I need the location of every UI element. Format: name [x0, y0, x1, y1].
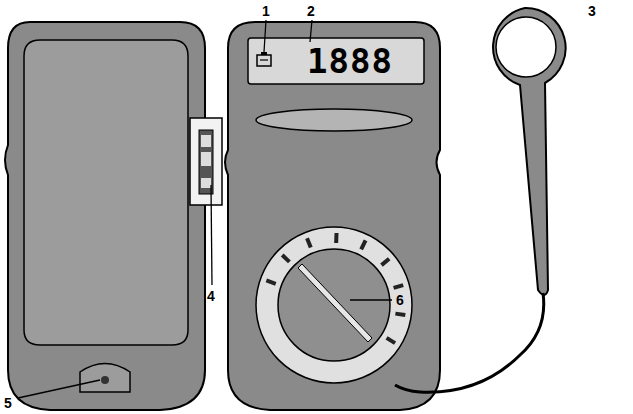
leader-line — [310, 20, 312, 42]
dial-mark — [361, 240, 365, 249]
low-battery-indicator — [261, 52, 267, 55]
rear-housing — [5, 22, 205, 410]
battery-terminal — [201, 135, 211, 147]
leader-line — [211, 185, 212, 285]
battery-cover-screw-tab — [80, 364, 130, 393]
dial-mark — [307, 238, 311, 247]
photo-sensor — [496, 17, 556, 77]
lcd-readout: 1888 — [307, 44, 393, 78]
callout-number: 2 — [307, 4, 315, 18]
battery — [199, 130, 213, 194]
front-housing — [225, 22, 440, 410]
callout-number: 4 — [207, 289, 215, 303]
range-dial-ring — [256, 227, 412, 383]
dial-mark — [387, 338, 395, 343]
callout-number: 1 — [262, 4, 270, 18]
rear-panel — [24, 40, 188, 345]
leader-line — [18, 380, 100, 398]
callout-number: 6 — [396, 293, 404, 307]
dial-mark — [266, 280, 275, 283]
low-battery-indicator — [260, 59, 268, 60]
dial-mark — [395, 314, 405, 315]
sensor-cable — [395, 293, 544, 392]
dial-mark — [334, 233, 338, 243]
callout-number: 3 — [588, 4, 596, 18]
battery-label — [201, 152, 211, 166]
light-sensor-probe — [493, 8, 566, 295]
sensor-window — [256, 109, 412, 131]
knob-pointer — [298, 264, 372, 342]
callout-number: 5 — [4, 396, 12, 410]
dial-mark — [282, 255, 289, 262]
battery-terminal — [201, 178, 211, 188]
dial-mark — [381, 259, 389, 265]
battery-compartment — [190, 118, 222, 205]
lcd-display — [248, 38, 424, 84]
leader-line — [350, 299, 392, 300]
dial-mark — [394, 285, 404, 288]
screw — [101, 376, 109, 384]
leader-line — [264, 20, 266, 52]
range-selector-knob — [278, 249, 390, 361]
low-battery-indicator — [257, 55, 271, 66]
